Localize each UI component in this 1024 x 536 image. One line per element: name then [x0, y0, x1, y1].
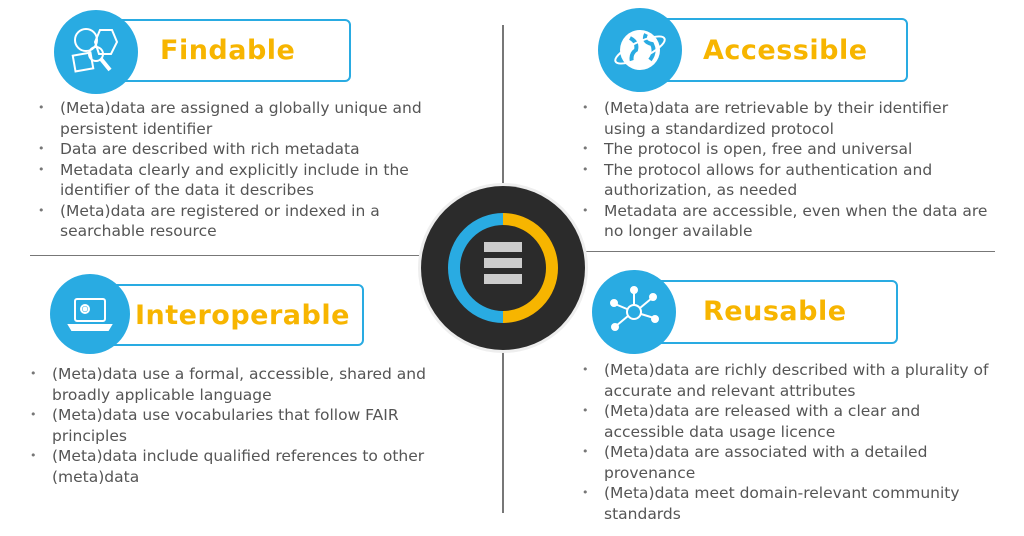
list-item: (Meta)data are associated with a detaile… — [582, 442, 992, 483]
fair-center-emblem — [421, 186, 585, 350]
list-item: (Meta)data are registered or indexed in … — [38, 201, 438, 242]
list-item: Metadata are accessible, even when the d… — [582, 201, 992, 242]
list-item: Data are described with rich metadata — [38, 139, 438, 160]
list-item: (Meta)data meet domain-relevant communit… — [582, 483, 992, 524]
magnify-shapes-icon — [54, 10, 138, 94]
list-item: (Meta)data include qualified references … — [30, 446, 440, 487]
ring-menu-icon — [448, 213, 558, 323]
findable-list: (Meta)data are assigned a globally uniqu… — [38, 98, 438, 242]
list-item: (Meta)data are richly described with a p… — [582, 360, 992, 401]
list-item: The protocol allows for authentication a… — [582, 160, 992, 201]
accessible-title: Accessible — [703, 35, 868, 66]
reusable-title: Reusable — [703, 296, 847, 327]
list-item: The protocol is open, free and universal — [582, 139, 992, 160]
accessible-list: (Meta)data are retrievable by their iden… — [582, 98, 992, 242]
laptop-icon — [50, 274, 130, 354]
reusable-list: (Meta)data are richly described with a p… — [582, 360, 992, 524]
horizontal-divider-left — [30, 255, 422, 256]
list-item: (Meta)data use a formal, accessible, sha… — [30, 364, 440, 405]
globe-icon — [598, 8, 682, 92]
list-item: (Meta)data are retrievable by their iden… — [582, 98, 992, 139]
findable-title: Findable — [160, 35, 296, 66]
interoperable-title: Interoperable — [135, 300, 350, 331]
list-item: (Meta)data are assigned a globally uniqu… — [38, 98, 438, 139]
list-item: Metadata clearly and explicitly include … — [38, 160, 438, 201]
network-icon — [592, 270, 676, 354]
interoperable-list: (Meta)data use a formal, accessible, sha… — [30, 364, 440, 487]
accessible-header — [640, 18, 908, 82]
horizontal-divider-right — [585, 251, 995, 252]
interoperable-header — [90, 284, 364, 346]
list-item: (Meta)data use vocabularies that follow … — [30, 405, 440, 446]
list-item: (Meta)data are released with a clear and… — [582, 401, 992, 442]
